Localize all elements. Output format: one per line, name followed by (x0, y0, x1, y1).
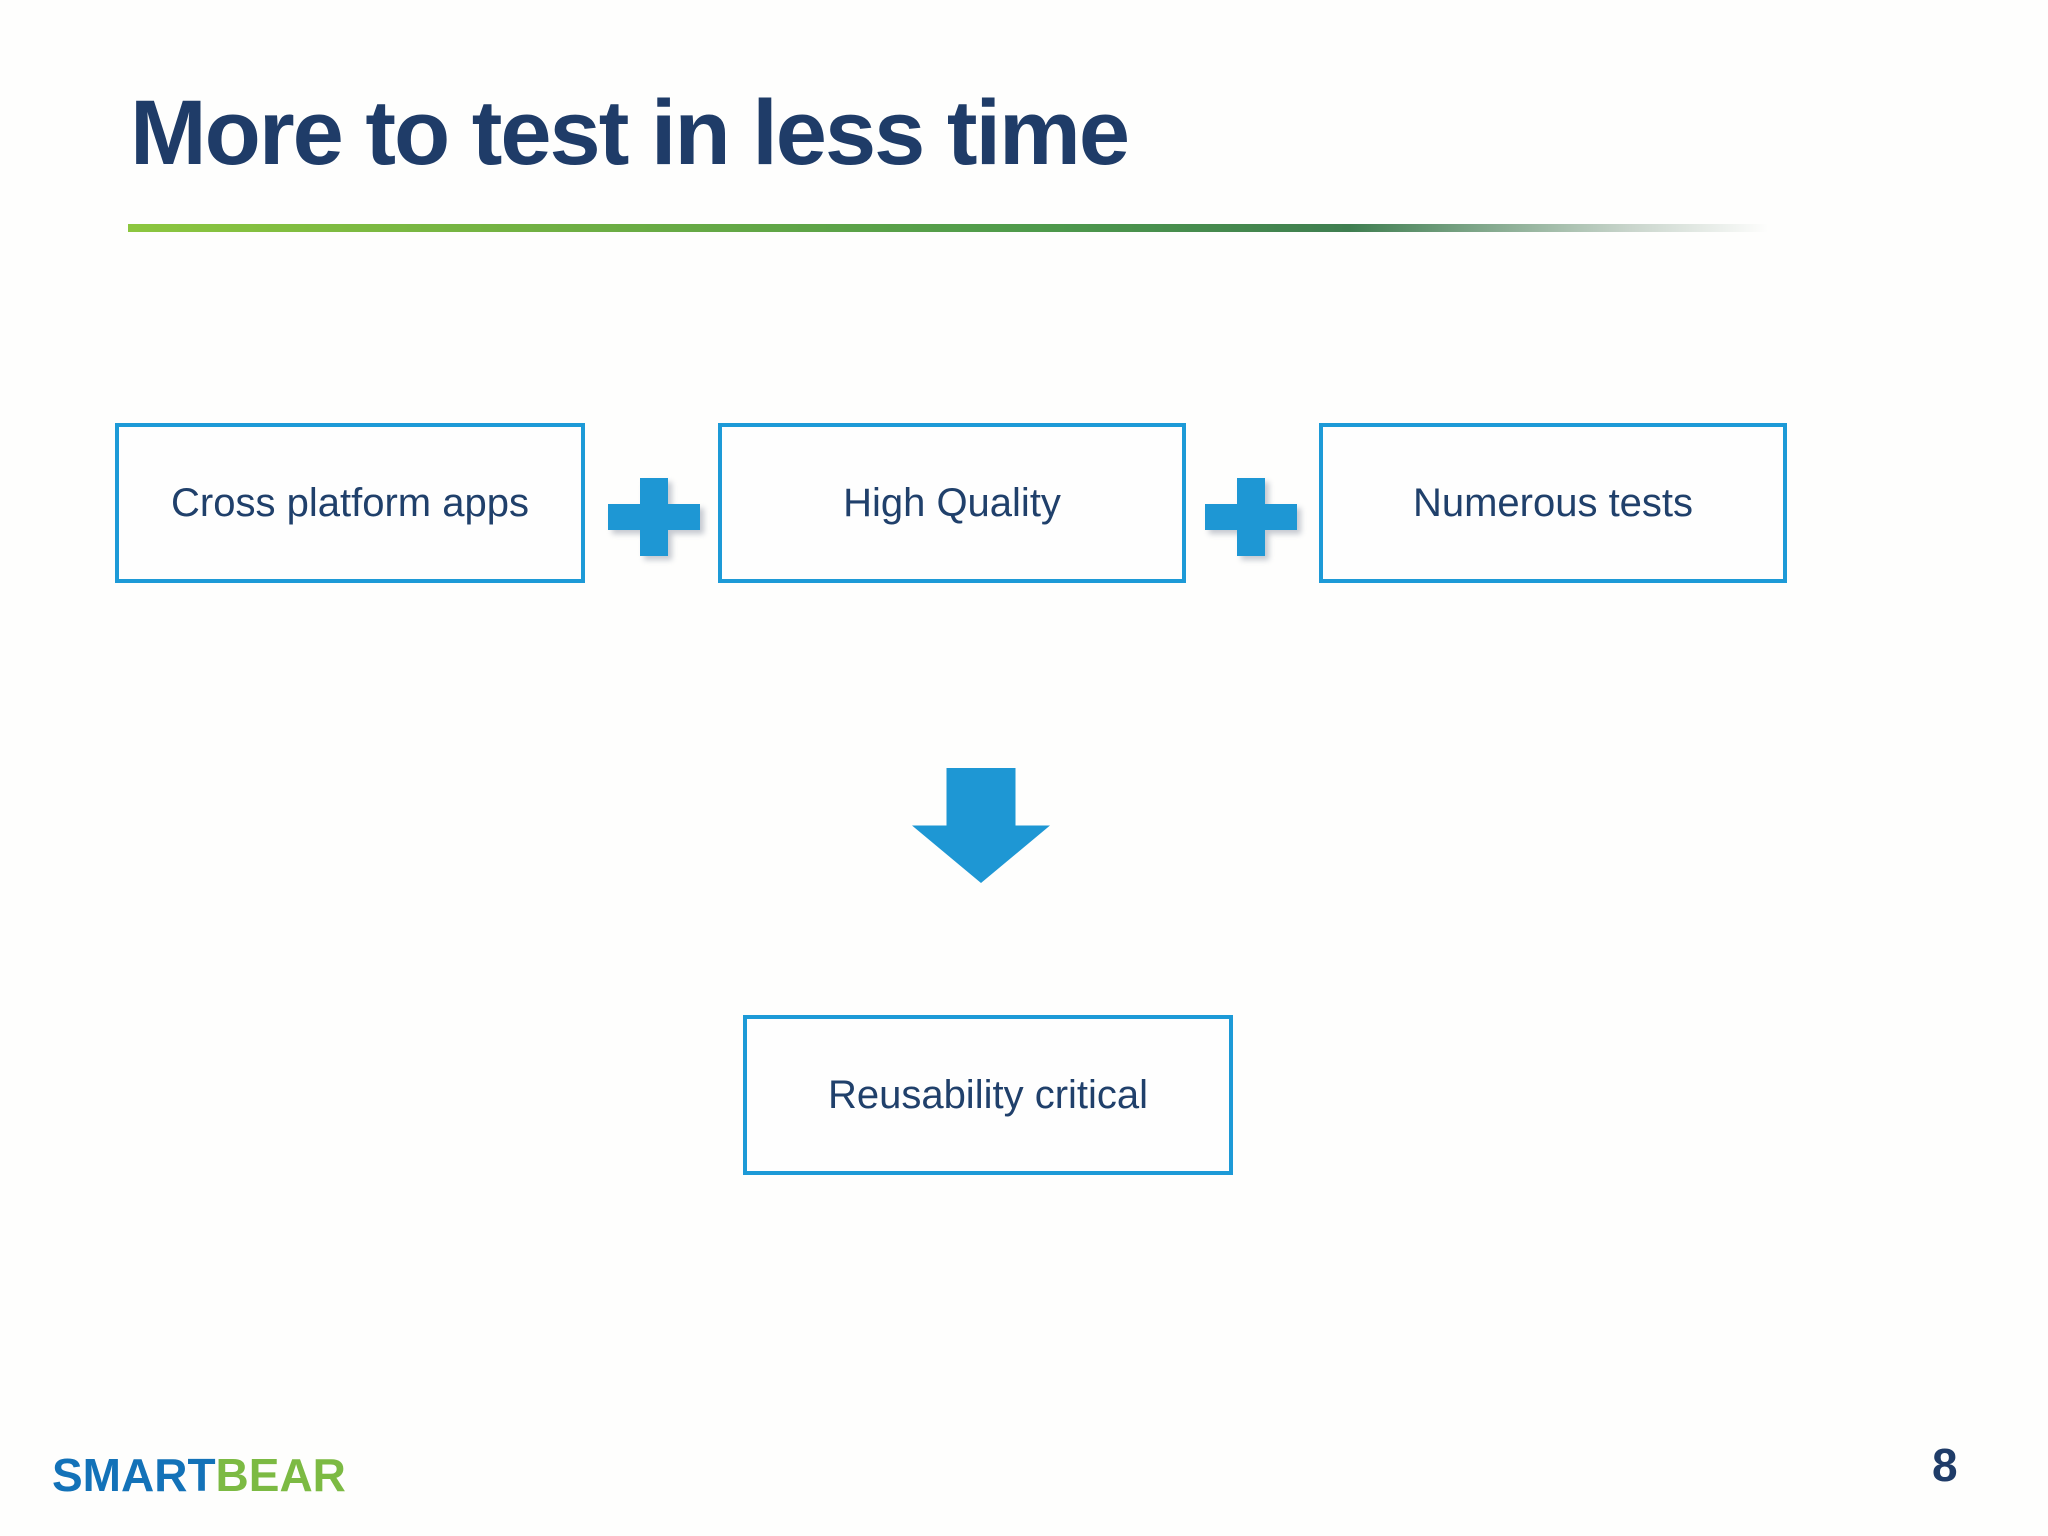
diagram-box-high-quality: High Quality (718, 423, 1186, 583)
plus-icon (608, 478, 700, 556)
page-number: 8 (1932, 1439, 1958, 1491)
title-underline-gradient (128, 224, 1873, 232)
diagram-box-cross-platform-apps: Cross platform apps (115, 423, 585, 583)
box-label: Reusability critical (827, 1072, 1149, 1117)
plus-icon (1205, 478, 1297, 556)
box-label: Numerous tests (1412, 480, 1694, 525)
box-label: High Quality (843, 480, 1061, 525)
diagram-box-numerous-tests: Numerous tests (1319, 423, 1787, 583)
logo-text-bear: BEAR (215, 1449, 346, 1501)
slide-title: More to test in less time (130, 82, 1130, 184)
box-label: Cross platform apps (171, 480, 529, 525)
down-arrow-icon (912, 768, 1050, 883)
diagram-box-reusability-critical: Reusability critical (743, 1015, 1233, 1175)
smartbear-logo: SMARTBEAR (52, 1448, 346, 1502)
logo-text-smart: SMART (52, 1449, 216, 1501)
